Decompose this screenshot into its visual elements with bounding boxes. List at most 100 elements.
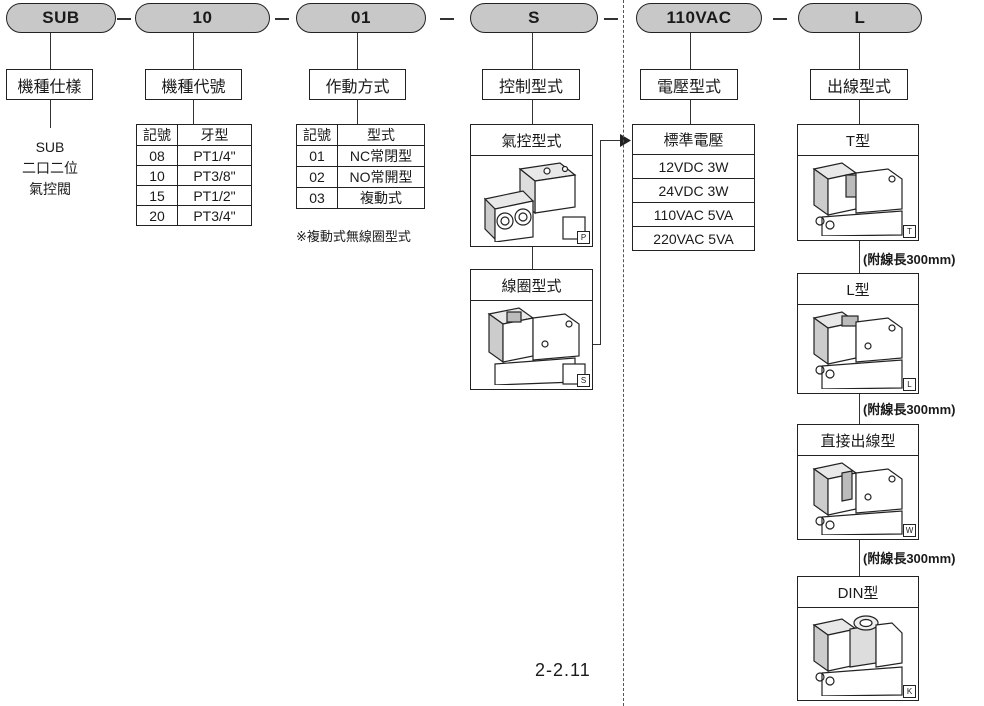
separator-dash xyxy=(604,18,618,20)
table-row: 01 NC常閉型 xyxy=(296,145,425,167)
code-pill-control: S xyxy=(470,3,598,33)
list-item: 220VAC 5VA xyxy=(653,230,734,247)
table-cell: PT1/2" xyxy=(177,185,252,206)
table-cell: PT1/4" xyxy=(177,145,252,166)
wire-box-title: L型 xyxy=(798,274,918,305)
valve-image xyxy=(475,304,588,386)
separator-dash xyxy=(117,18,131,20)
table-row: 20 PT3/4" xyxy=(136,205,252,226)
table-cell: 10 xyxy=(136,165,178,186)
label-model-code: 機種代號 xyxy=(145,69,242,100)
table-header-cell: 牙型 xyxy=(177,124,252,146)
wire-length-note: (附線長300mm) xyxy=(863,252,956,267)
code-pill-model: 10 xyxy=(135,3,270,33)
connector-line xyxy=(593,344,601,346)
connector-line xyxy=(690,33,692,69)
table-header-row: 記號 牙型 xyxy=(136,124,252,146)
model-description-line: SUB xyxy=(35,139,65,155)
arrow-right-icon xyxy=(620,134,631,147)
valve-image xyxy=(475,159,588,243)
wire-box-l: L型 L xyxy=(797,273,919,394)
connector-line xyxy=(50,33,52,69)
connector-line xyxy=(859,394,861,424)
valve-pneumatic-icon xyxy=(483,162,586,243)
connector-line xyxy=(859,540,861,576)
type-tag: T xyxy=(903,225,916,238)
wire-box-title: T型 xyxy=(798,125,918,156)
table-row: 08 PT1/4" xyxy=(136,145,252,166)
wire-box-title: 直接出線型 xyxy=(798,425,918,456)
table-cell: PT3/4" xyxy=(177,205,252,226)
control-box-solenoid: 線圈型式 S xyxy=(470,269,593,390)
label-voltage-type: 電壓型式 xyxy=(640,69,738,100)
type-tag: W xyxy=(903,524,916,537)
label-control-type: 控制型式 xyxy=(482,69,580,100)
type-tag: L xyxy=(903,378,916,391)
code-pill-sub: SUB xyxy=(6,3,116,33)
control-box-pneumatic: 氣控型式 P xyxy=(470,124,593,247)
separator-dash xyxy=(773,18,787,20)
table-row: 02 NO常開型 xyxy=(296,166,425,188)
type-tag: P xyxy=(577,231,590,244)
separator-dash xyxy=(275,18,289,20)
table-row: 15 PT1/2" xyxy=(136,185,252,206)
connector-line xyxy=(532,247,534,269)
table-cell: 20 xyxy=(136,205,178,226)
valve-image xyxy=(802,611,914,697)
table-header-row: 記號 型式 xyxy=(296,124,425,146)
dashed-divider xyxy=(623,0,624,706)
connector-line xyxy=(357,33,359,69)
connector-line xyxy=(690,100,692,124)
port-size-table: 記號 牙型 08 PT1/4" 10 PT3/8" 15 PT1/2" 20 P… xyxy=(136,124,252,226)
connector-line xyxy=(193,33,195,69)
connector-line xyxy=(859,100,861,124)
connector-line xyxy=(532,33,534,69)
label-model-spec: 機種仕樣 xyxy=(6,69,93,100)
connector-line xyxy=(50,100,52,128)
wire-box-title: DIN型 xyxy=(798,577,918,608)
table-header-cell: 記號 xyxy=(136,124,178,146)
voltage-options-box: 標準電壓 12VDC 3W 24VDC 3W 110VAC 5VA 220VAC… xyxy=(632,124,755,251)
wire-box-din: DIN型 K xyxy=(797,576,919,701)
type-tag: K xyxy=(903,685,916,698)
wire-box-w: 直接出線型 W xyxy=(797,424,919,540)
valve-w-icon xyxy=(812,462,903,536)
valve-image xyxy=(802,459,914,536)
valve-l-icon xyxy=(812,311,903,390)
code-pill-voltage: 110VAC xyxy=(636,3,762,33)
page-number: 2-2.11 xyxy=(535,660,591,680)
table-cell: 15 xyxy=(136,185,178,206)
list-item: 12VDC 3W xyxy=(633,155,754,179)
table-cell: PT3/8" xyxy=(177,165,252,186)
table-cell: 03 xyxy=(296,187,338,209)
valve-image xyxy=(802,308,914,390)
connector-line xyxy=(859,33,861,69)
code-pill-wire: L xyxy=(798,3,922,33)
model-description-line: 氣控閥 xyxy=(29,181,71,197)
table-header-cell: 記號 xyxy=(296,124,338,146)
voltage-header: 標準電壓 xyxy=(633,125,754,155)
type-tag: S xyxy=(577,374,590,387)
table-cell: 02 xyxy=(296,166,338,188)
table-cell: NO常開型 xyxy=(337,166,425,188)
valve-image xyxy=(802,159,914,237)
label-action-mode: 作動方式 xyxy=(309,69,406,100)
connector-line xyxy=(357,100,359,124)
action-mode-table: 記號 型式 01 NC常閉型 02 NO常開型 03 複動式 xyxy=(296,124,425,209)
connector-line xyxy=(859,241,861,273)
connector-line xyxy=(532,100,534,124)
valve-t-icon xyxy=(812,162,903,237)
connector-line xyxy=(600,140,602,345)
action-note: ※複動式無線圈型式 xyxy=(296,229,411,244)
wire-length-note: (附線長300mm) xyxy=(863,402,956,417)
wire-length-note: (附線長300mm) xyxy=(863,551,956,566)
control-box-title: 氣控型式 xyxy=(471,125,592,156)
valve-din-icon xyxy=(812,615,903,697)
connector-line xyxy=(193,100,195,124)
list-item: 110VAC 5VA xyxy=(633,203,754,227)
label-wire-type: 出線型式 xyxy=(810,69,908,100)
control-box-title: 線圈型式 xyxy=(471,270,592,301)
table-cell: 複動式 xyxy=(337,187,425,209)
separator-dash xyxy=(440,18,454,20)
table-cell: NC常閉型 xyxy=(337,145,425,167)
